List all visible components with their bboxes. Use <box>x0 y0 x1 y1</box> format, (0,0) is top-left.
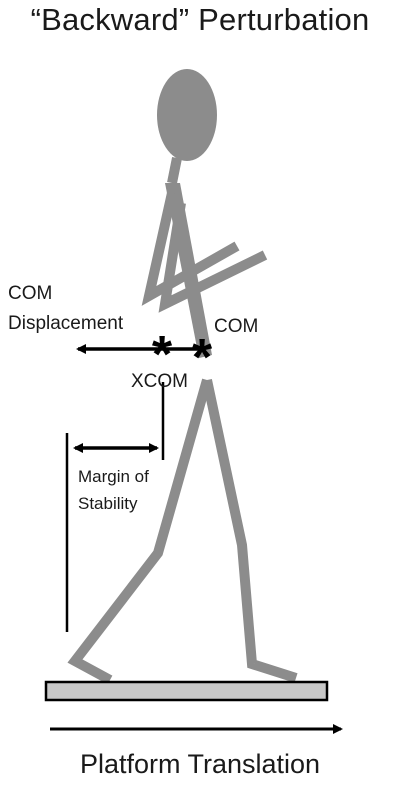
margin-of-stability-label-line1: Margin of <box>78 467 149 486</box>
platform <box>44 680 329 702</box>
figure-leg-front <box>67 378 212 685</box>
margin-of-stability-label-line2: Stability <box>78 494 138 513</box>
title: “Backward” Perturbation <box>30 2 370 37</box>
figure-head <box>157 69 217 161</box>
com-asterisk: * <box>192 329 213 387</box>
xcom-asterisk: * <box>152 326 173 384</box>
xcom-label: XCOM <box>131 371 188 392</box>
com-label: COM <box>214 316 259 337</box>
com-displacement-label-line2: Displacement <box>8 313 124 334</box>
figure-leg-back <box>202 378 298 683</box>
figure-arm-front <box>158 202 268 313</box>
figure-neck <box>167 157 182 184</box>
figure-arm-back <box>141 191 240 306</box>
com-displacement-label-line1: COM <box>8 283 53 304</box>
stick-figure <box>67 69 298 685</box>
platform-translation-label: Platform Translation <box>79 749 321 779</box>
